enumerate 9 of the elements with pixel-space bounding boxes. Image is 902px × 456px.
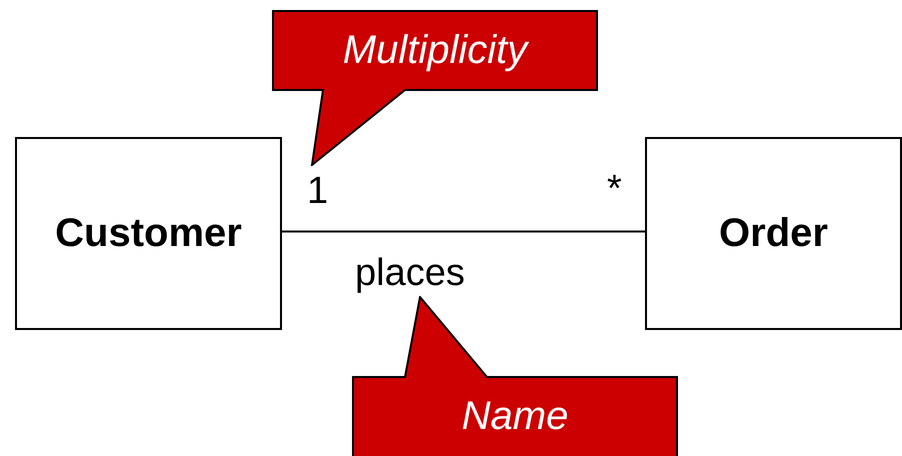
callout-text: Name <box>460 394 570 439</box>
class-box <box>645 137 902 330</box>
callout-text: Multiplicity <box>342 28 530 73</box>
multiplicity-label: * <box>607 168 622 211</box>
multiplicity-label: 1 <box>307 170 328 213</box>
association-line <box>282 230 645 232</box>
class-name: Order <box>719 211 828 256</box>
class-name: Customer <box>55 211 242 256</box>
class-box <box>15 137 282 330</box>
